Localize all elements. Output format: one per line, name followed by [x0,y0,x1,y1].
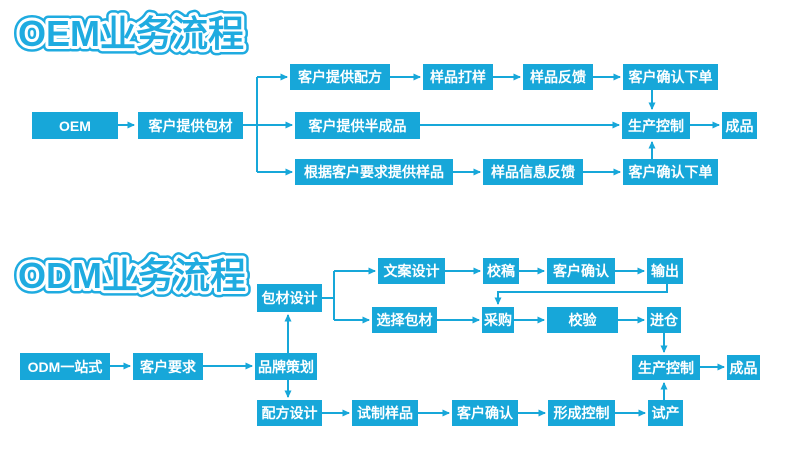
node-oem-confirm-order-1: 客户确认下单 [623,64,718,90]
node-odm-copy-design: 文案设计 [378,258,445,284]
node-oem-start: OEM [32,112,118,139]
node-oem-formula: 客户提供配方 [290,64,390,90]
svg-text:ODM业务流程: ODM业务流程 [18,255,246,296]
node-odm-production-control: 生产控制 [632,355,700,380]
node-odm-finished: 成品 [727,355,760,380]
node-odm-formula-design: 配方设计 [257,400,322,426]
node-odm-package-design: 包材设计 [257,284,322,312]
node-oem-production-control: 生产控制 [622,112,690,139]
node-odm-customer-req: 客户要求 [133,353,203,380]
node-odm-select-package: 选择包材 [372,307,437,333]
node-odm-trial-production: 试产 [648,400,683,426]
svg-text:ODM业务流程: ODM业务流程 [18,255,246,296]
oem-title: OEM业务流程 OEM业务流程 [13,8,250,60]
node-odm-trial-sample: 试制样品 [352,400,418,426]
node-oem-semi-finished: 客户提供半成品 [295,112,420,139]
node-oem-sample-feedback: 样品反馈 [523,64,593,90]
node-odm-form-control: 形成控制 [548,400,615,426]
node-odm-purchase: 采购 [482,307,514,333]
connector-output-to-purchase [494,284,668,305]
odm-title: ODM业务流程 ODM业务流程 [13,250,252,302]
node-oem-request-sample: 根据客户要求提供样品 [295,159,453,185]
node-odm-customer-confirm-1: 客户确认 [547,258,615,284]
node-oem-confirm-order-2: 客户确认下单 [623,159,718,185]
node-odm-output: 输出 [647,258,683,284]
node-odm-proofread: 校稿 [483,258,519,284]
node-oem-finished: 成品 [722,112,757,139]
node-odm-brand-planning: 品牌策划 [255,353,317,380]
node-odm-start: ODM一站式 [20,353,110,380]
node-oem-info-feedback: 样品信息反馈 [483,159,583,185]
node-odm-warehouse: 进仓 [647,307,681,333]
node-odm-customer-confirm-2: 客户确认 [452,400,518,426]
node-oem-sampling: 样品打样 [423,64,493,90]
node-odm-check: 校验 [547,307,618,333]
node-oem-package: 客户提供包材 [138,112,243,139]
svg-text:OEM业务流程: OEM业务流程 [18,13,244,54]
svg-text:OEM业务流程: OEM业务流程 [18,13,244,54]
